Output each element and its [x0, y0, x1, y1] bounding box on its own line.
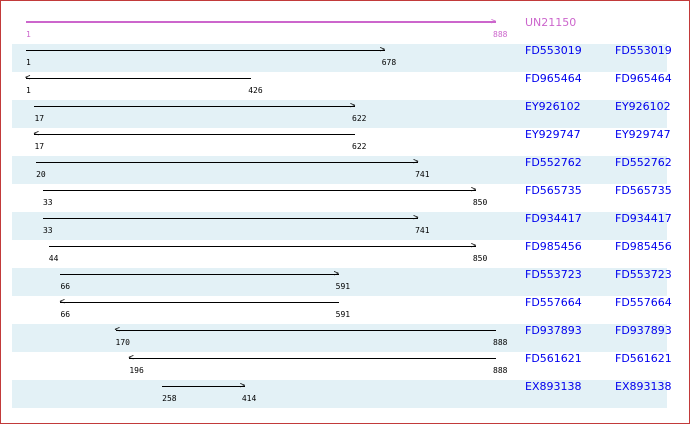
alignment-arrow-line	[26, 78, 252, 79]
alignment-arrow-line	[36, 162, 419, 163]
alignment-row: >44 850 FD985456 FD985456	[12, 240, 672, 268]
end-position: 678	[381, 58, 397, 67]
arrow-left-icon: <	[25, 73, 31, 83]
start-position: 33	[42, 226, 53, 235]
end-position: 426	[248, 86, 263, 95]
arrow-right-icon: >	[239, 381, 246, 391]
arrow-right-icon: >	[413, 213, 419, 223]
end-position: 741	[415, 226, 430, 235]
arrow-right-icon: >	[350, 101, 356, 111]
alignment-arrow-line	[48, 246, 476, 247]
end-position: 888	[493, 366, 508, 375]
alignment-row: >20 741 FD552762 FD552762	[12, 156, 672, 184]
alignment-arrow-line	[26, 21, 496, 23]
end-position: 591	[335, 310, 351, 319]
alignment-arrow-line	[115, 330, 496, 331]
alignment-id-link[interactable]: FD937893	[525, 324, 582, 337]
alignment-row: >33 850 FD565735 FD565735	[12, 184, 672, 212]
end-position: 888	[493, 30, 508, 39]
alignment-row: <196 888 FD561621 FD561621	[12, 352, 671, 380]
alignment-detail-link[interactable]: FD553723	[615, 268, 672, 281]
end-position: 591	[335, 282, 351, 291]
alignment-detail-link[interactable]: FD561621	[615, 352, 672, 365]
alignment-detail-link[interactable]: EX893138	[615, 380, 672, 393]
arrow-right-icon: >	[470, 185, 477, 195]
end-position: 741	[415, 170, 430, 179]
arrow-right-icon: >	[470, 241, 477, 251]
start-position: 66	[60, 282, 71, 291]
arrow-right-icon: >	[491, 17, 497, 27]
arrow-left-icon: <	[59, 297, 65, 307]
alignment-detail-link[interactable]: FD552762	[615, 156, 672, 169]
alignment-arrow-line	[60, 302, 339, 303]
alignment-detail-link[interactable]: FD937893	[615, 324, 672, 337]
arrow-right-icon: >	[333, 269, 340, 279]
start-position: 1	[26, 58, 31, 67]
alignment-arrow-line	[60, 274, 339, 275]
reference-track: >1 888 UN21150	[12, 16, 667, 44]
alignment-arrow-line	[34, 106, 356, 107]
alignment-detail-link[interactable]: FD565735	[615, 184, 672, 197]
alignment-row: <17 622 EY929747 EY929747	[12, 128, 670, 156]
alignment-id-link[interactable]: FD565735	[525, 184, 582, 197]
alignment-id-link[interactable]: FD557664	[525, 296, 582, 309]
alignment-row: >33 741 FD934417 FD934417	[12, 212, 672, 240]
arrow-left-icon: <	[114, 325, 120, 335]
alignment-row: <1 426 FD965464 FD965464	[12, 72, 672, 100]
start-position: 1	[26, 86, 31, 95]
alignment-id-link[interactable]: FD561621	[525, 352, 582, 365]
end-position: 414	[241, 394, 257, 403]
alignment-row: >258 414 EX893138 EX893138	[12, 380, 671, 408]
alignment-arrow-line	[26, 50, 385, 51]
start-position: 17	[34, 142, 45, 151]
alignment-id-link[interactable]: EY926102	[525, 100, 581, 113]
alignment-arrow-line	[42, 190, 476, 191]
alignment-id-link[interactable]: EY929747	[525, 128, 581, 141]
alignment-arrow-line	[34, 134, 356, 135]
alignment-id-link[interactable]: FD552762	[525, 156, 582, 169]
start-position: 170	[115, 338, 130, 347]
start-position: 258	[162, 394, 177, 403]
end-position: 850	[472, 254, 488, 263]
alignment-row: >66 591 FD553723 FD553723	[12, 268, 672, 296]
alignment-id-link[interactable]: FD934417	[525, 212, 582, 225]
alignment-id-link[interactable]: FD985456	[525, 240, 582, 253]
alignment-id-link[interactable]: EX893138	[525, 380, 582, 393]
arrow-right-icon: >	[379, 45, 386, 55]
alignment-detail-link[interactable]: FD553019	[615, 44, 672, 57]
alignment-detail-link[interactable]: EY926102	[615, 100, 671, 113]
alignment-row: <66 591 FD557664 FD557664	[12, 296, 671, 324]
alignment-detail-link[interactable]: FD557664	[615, 296, 672, 309]
start-position: 20	[36, 170, 46, 179]
start-position: 44	[48, 254, 59, 263]
alignment-detail-link[interactable]: FD985456	[615, 240, 672, 253]
alignment-id-link[interactable]: FD553019	[525, 44, 582, 57]
start-position: 1	[26, 30, 31, 39]
start-position: 33	[42, 198, 53, 207]
arrow-right-icon: >	[413, 157, 419, 167]
start-position: 17	[34, 114, 45, 123]
end-position: 888	[493, 338, 508, 347]
reference-name[interactable]: UN21150	[525, 16, 577, 29]
end-position: 850	[472, 198, 488, 207]
alignment-arrow-line	[162, 386, 245, 387]
end-position: 622	[352, 142, 367, 151]
alignment-arrow-line	[129, 358, 496, 359]
end-position: 622	[352, 114, 367, 123]
arrow-left-icon: <	[128, 353, 134, 363]
arrow-left-icon: <	[33, 129, 39, 139]
start-position: 66	[60, 310, 71, 319]
alignment-row: <170 888 FD937893 FD937893	[12, 324, 672, 352]
alignment-detail-link[interactable]: EY929747	[615, 128, 671, 141]
start-position: 196	[129, 366, 144, 375]
alignment-detail-link[interactable]: FD965464	[615, 72, 672, 85]
alignment-row: >1 678 FD553019 FD553019	[12, 44, 672, 72]
alignment-row: >17 622 EY926102 EY926102	[12, 100, 671, 128]
alignment-id-link[interactable]: FD553723	[525, 268, 582, 281]
alignment-id-link[interactable]: FD965464	[525, 72, 582, 85]
alignment-detail-link[interactable]: FD934417	[615, 212, 672, 225]
alignment-arrow-line	[42, 218, 419, 219]
